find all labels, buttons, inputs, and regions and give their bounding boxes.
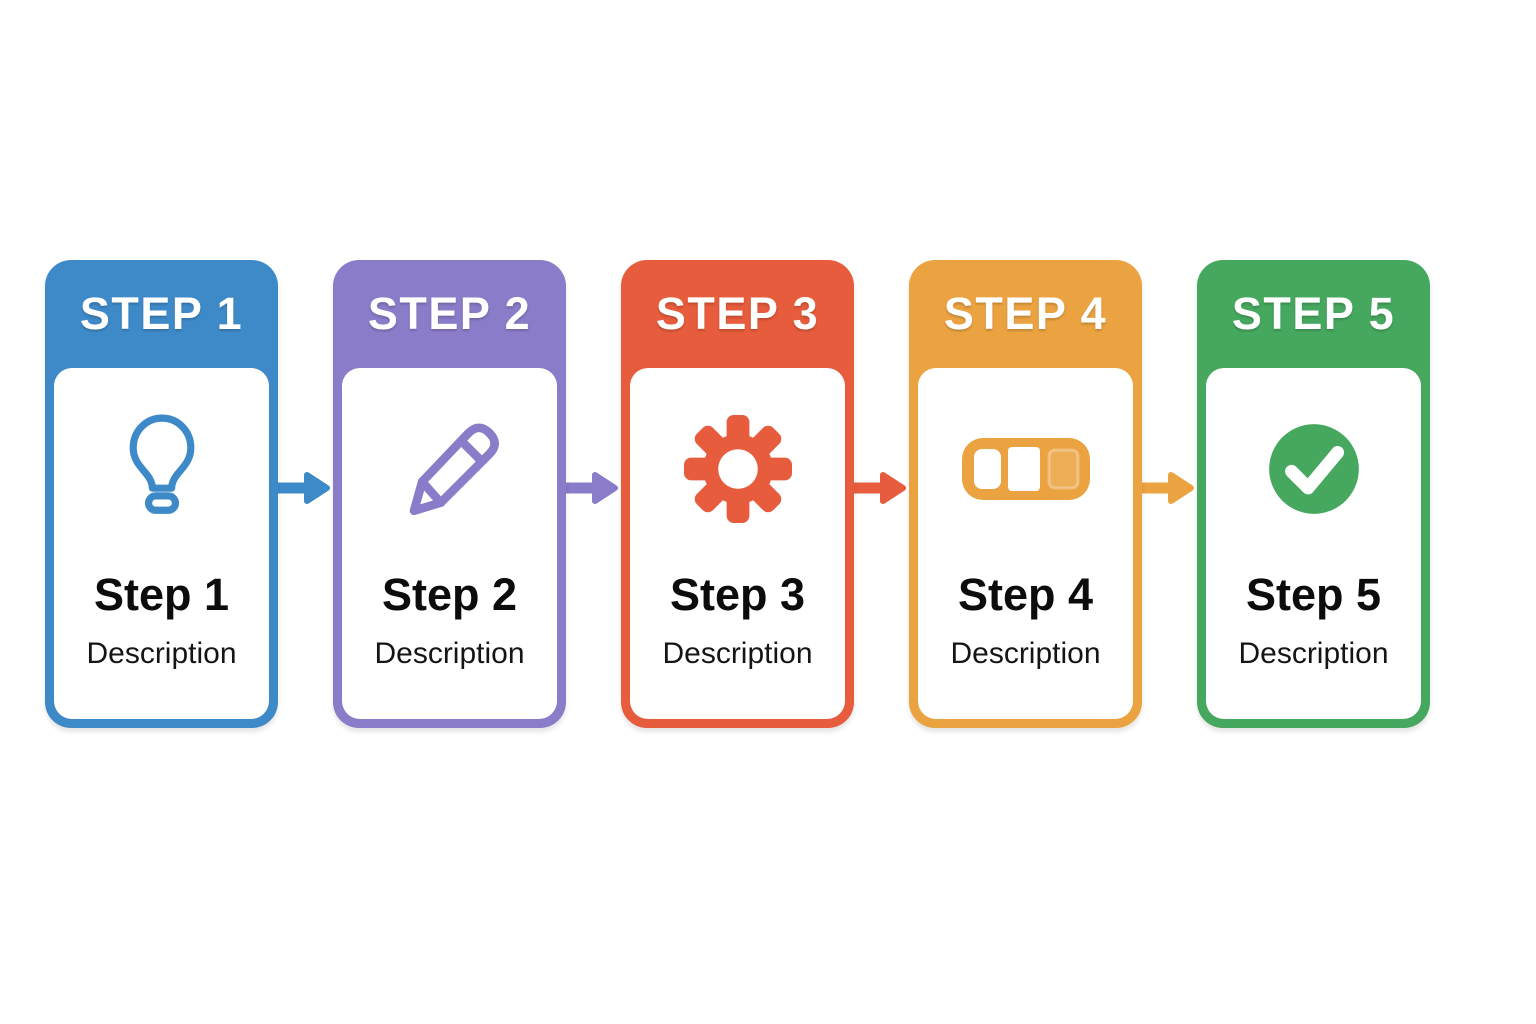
step-card-body: Step 5 Description (1206, 368, 1421, 719)
step-description: Description (374, 637, 525, 670)
flow-arrow (278, 460, 333, 516)
step-card-header: STEP 5 (1197, 260, 1430, 368)
step-card-header: STEP 4 (909, 260, 1142, 368)
check-icon (1255, 410, 1373, 528)
step-icon-wrap (114, 394, 210, 544)
flow-arrow (854, 460, 909, 516)
step-card-body: Step 4 Description (918, 368, 1133, 719)
step-card: STEP 2 Step 2 Description (333, 260, 566, 728)
step-card: STEP 3 Step 3 Description (621, 260, 854, 728)
step-card-header: STEP 2 (333, 260, 566, 368)
step-header-label: STEP 1 (79, 288, 244, 339)
step-icon-wrap (1255, 394, 1373, 544)
step-icon-wrap (392, 394, 508, 544)
arrow-right-icon (854, 472, 906, 504)
process-flow: STEP 1 Step 1 Description STEP 2 Step 2 … (45, 260, 1430, 728)
step-card-body: Step 3 Description (630, 368, 845, 719)
step-description: Description (86, 637, 237, 670)
step-icon-wrap (961, 394, 1091, 544)
step-card: STEP 1 Step 1 Description (45, 260, 278, 728)
arrow-right-icon (278, 472, 330, 504)
gear-icon (678, 409, 798, 529)
step-title: Step 1 (93, 569, 230, 620)
arrow-right-icon (1142, 472, 1194, 504)
step-title: Step 2 (381, 569, 518, 620)
step-title: Step 4 (957, 569, 1094, 620)
step-header-label: STEP 2 (367, 288, 532, 339)
step-description: Description (950, 637, 1101, 670)
progress-icon (961, 437, 1091, 501)
step-card-header: STEP 3 (621, 260, 854, 368)
flow-arrow (566, 460, 621, 516)
arrow-right-icon (566, 472, 618, 504)
step-card-header: STEP 1 (45, 260, 278, 368)
step-card: STEP 5 Step 5 Description (1197, 260, 1430, 728)
step-card-body: Step 2 Description (342, 368, 557, 719)
lightbulb-icon (114, 404, 210, 534)
step-description: Description (1238, 637, 1389, 670)
step-header-label: STEP 4 (943, 288, 1108, 339)
step-header-label: STEP 5 (1231, 288, 1396, 339)
step-icon-wrap (678, 394, 798, 544)
pencil-icon (392, 411, 508, 527)
step-title: Step 3 (669, 569, 806, 620)
step-card-body: Step 1 Description (54, 368, 269, 719)
step-description: Description (662, 637, 813, 670)
step-header-label: STEP 3 (655, 288, 820, 339)
flow-arrow (1142, 460, 1197, 516)
step-title: Step 5 (1245, 569, 1382, 620)
step-card: STEP 4 Step 4 Description (909, 260, 1142, 728)
